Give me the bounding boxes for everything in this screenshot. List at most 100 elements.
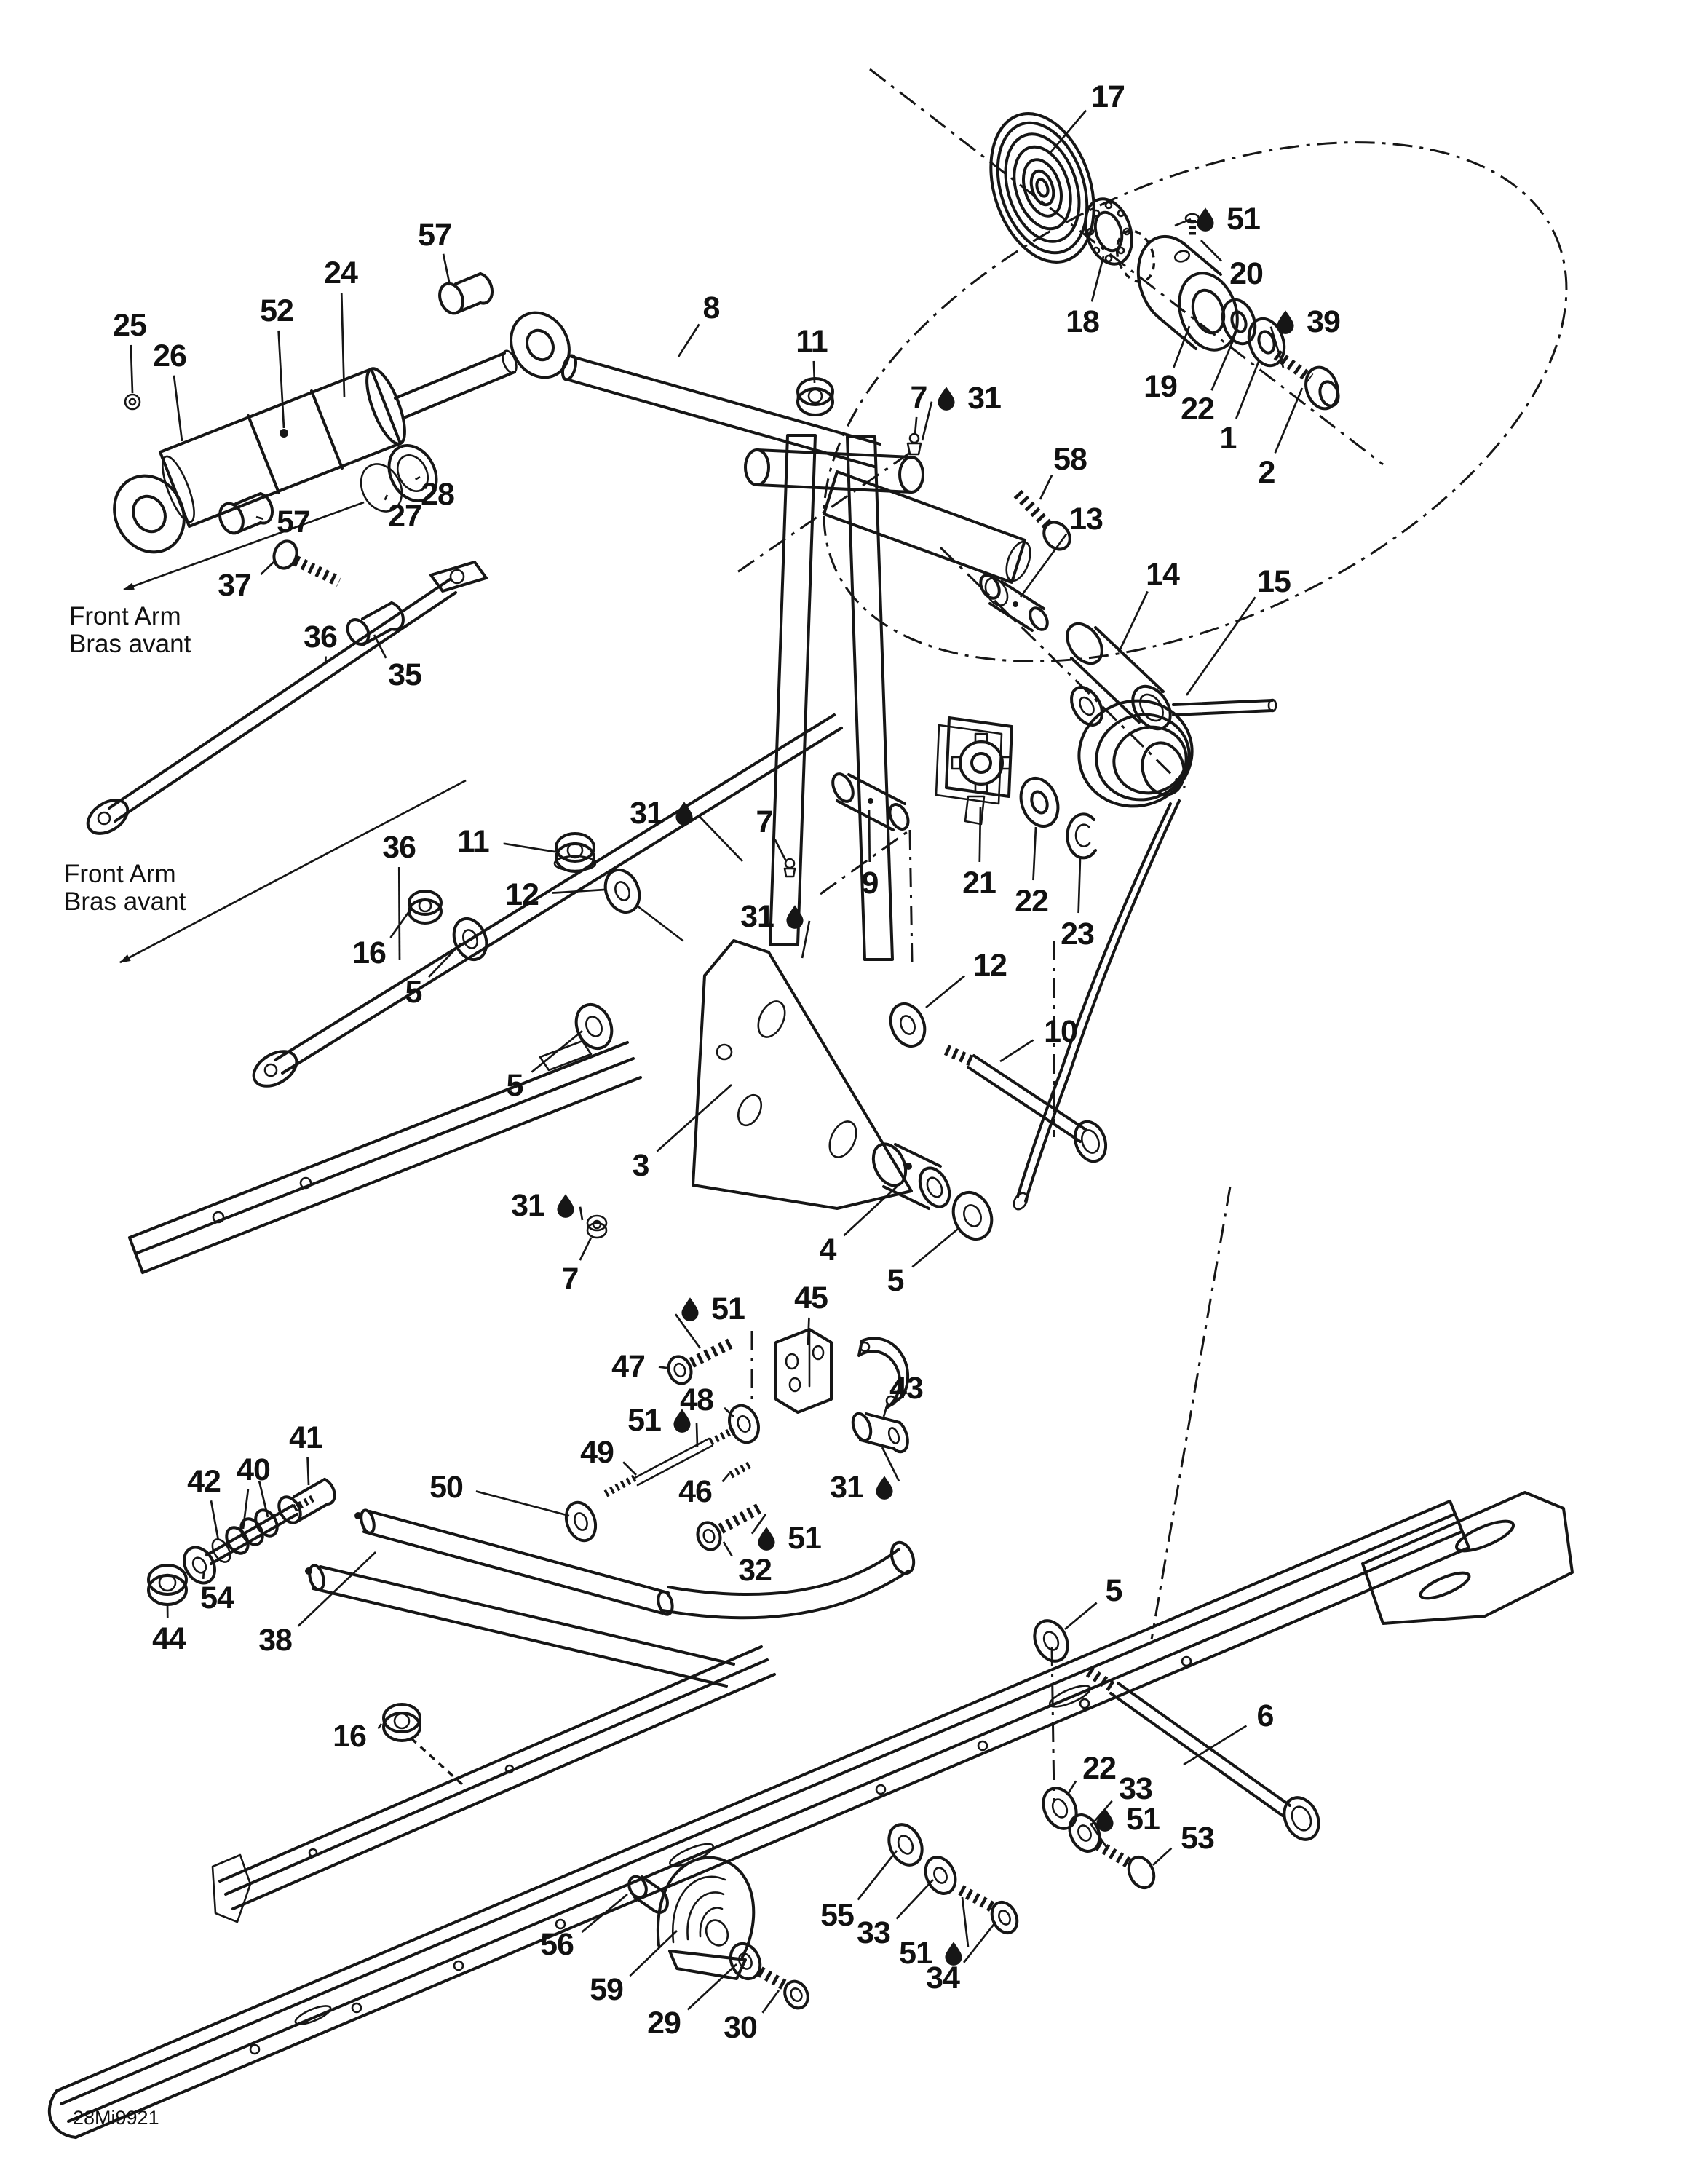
callout-55: 55: [820, 1850, 898, 1933]
callout-25: 25: [113, 308, 147, 394]
washer-spring-side: [1070, 686, 1103, 727]
callout-leader: [389, 911, 411, 938]
clamp-block-45: [774, 1328, 833, 1414]
callout-leader: [656, 1083, 732, 1152]
front-arm-annotation-lower: Front Arm Bras avant: [64, 779, 467, 964]
callout-number: 46: [678, 1474, 712, 1509]
callout-number: 41: [289, 1420, 322, 1455]
callout-number: 57: [418, 218, 451, 253]
callout-23: 23: [1061, 857, 1095, 951]
callout-51: 51: [1174, 202, 1261, 237]
callout-29: 29: [647, 1963, 737, 2041]
adjuster-stud-49: [603, 1426, 736, 1497]
lubricant-droplet-icon: [945, 1942, 962, 1966]
callout-27: 27: [384, 494, 422, 534]
callout-number: 16: [352, 935, 386, 970]
callout-leader: [1064, 1602, 1098, 1631]
callout-leader: [1183, 1725, 1248, 1766]
callout-number: 31: [740, 899, 774, 934]
callout-leader: [674, 1313, 702, 1349]
callout-leader: [202, 1570, 205, 1580]
lubricant-droplet-icon: [673, 1409, 691, 1433]
callout-number: 36: [304, 620, 337, 654]
callout-49: 49: [580, 1435, 637, 1476]
callout-leader: [581, 1893, 628, 1933]
callout-leader: [812, 360, 816, 384]
eccentric-hub-19: [1136, 234, 1239, 352]
callout-leader: [1185, 596, 1256, 696]
callout-number: 30: [724, 2010, 757, 2045]
washer-12-right: [889, 1002, 927, 1048]
callout-leader: [340, 292, 346, 398]
callout-50: 50: [429, 1470, 570, 1517]
callout-leader: [629, 1930, 678, 1977]
upper-rail-section: [211, 1645, 776, 1923]
callout-number: 25: [113, 308, 146, 343]
front-arm-rod-36-lower: [252, 713, 843, 1088]
callout-6: 6: [1183, 1698, 1275, 1766]
callout-leader: [857, 1850, 898, 1901]
callout-number: 16: [333, 1719, 366, 1754]
callout-number: 36: [382, 830, 416, 865]
callout-7: 7: [562, 1237, 593, 1297]
callout-3: 3: [633, 1083, 732, 1183]
callout-leader: [475, 1490, 570, 1517]
callout-14: 14: [1117, 557, 1181, 653]
callout-leader: [807, 1317, 810, 1346]
callout-number: 1: [1220, 421, 1237, 456]
callout-leader: [373, 634, 387, 659]
callout-leader: [724, 1406, 734, 1417]
adjuster-cam-21: [935, 716, 1013, 826]
callout-leader: [297, 1551, 376, 1627]
callout-leader: [1274, 387, 1304, 454]
flange-nut-16-mid: [408, 890, 443, 925]
callout-number: 6: [1257, 1698, 1274, 1733]
callout-number: 50: [429, 1470, 463, 1505]
callout-number: 19: [1144, 369, 1177, 404]
callout-leader: [306, 1457, 310, 1486]
callout-leader: [911, 1227, 959, 1268]
socket-screw-30: [757, 1966, 809, 2010]
callout-leader: [774, 838, 788, 862]
callout-10: 10: [999, 1014, 1078, 1063]
callout-number: 26: [153, 339, 186, 373]
callout-leader: [895, 1879, 934, 1920]
callout-46: 46: [678, 1473, 731, 1509]
bushing-56: [627, 1875, 669, 1914]
callout-31: 31: [830, 1447, 900, 1505]
callout-number: 33: [1119, 1771, 1152, 1806]
callout-57: 57: [255, 505, 311, 539]
front-arm-label-fr: Bras avant: [64, 887, 186, 916]
washer-55: [887, 1823, 924, 1867]
callout-number: 13: [1069, 502, 1103, 537]
callout-leader: [868, 809, 871, 863]
callout-leader: [921, 401, 933, 441]
callout-leader: [801, 920, 811, 959]
callout-number: 51: [711, 1291, 745, 1326]
callout-number: 40: [237, 1452, 270, 1487]
callout-31: 31: [921, 381, 1002, 441]
callout-33: 33: [1090, 1771, 1153, 1825]
callout-52: 52: [260, 293, 294, 429]
callout-16: 16: [352, 911, 411, 970]
callout-36: 36: [382, 830, 416, 960]
grease-fitting-7-mid: [783, 858, 796, 878]
lubricant-droplet-icon: [758, 1527, 775, 1551]
callout-number: 31: [967, 381, 1001, 416]
callout-number: 29: [647, 2006, 681, 2041]
front-arm-annotation-upper: Front Arm Bras avant: [69, 501, 365, 658]
callout-number: 38: [258, 1623, 292, 1658]
callout-leader: [750, 1514, 767, 1535]
callout-leader: [761, 1990, 780, 2014]
callout-leader: [1019, 533, 1068, 598]
flange-nut-16-bottom: [382, 1703, 421, 1742]
callout-number: 31: [830, 1470, 863, 1505]
callout-1: 1: [1220, 361, 1260, 456]
snap-ring-dashed: [1115, 229, 1156, 283]
upper-tube-8: [560, 354, 881, 468]
callout-leader: [925, 975, 965, 1009]
callout-33: 33: [857, 1879, 934, 1950]
detail-boundary-ellipse: [823, 141, 1568, 662]
